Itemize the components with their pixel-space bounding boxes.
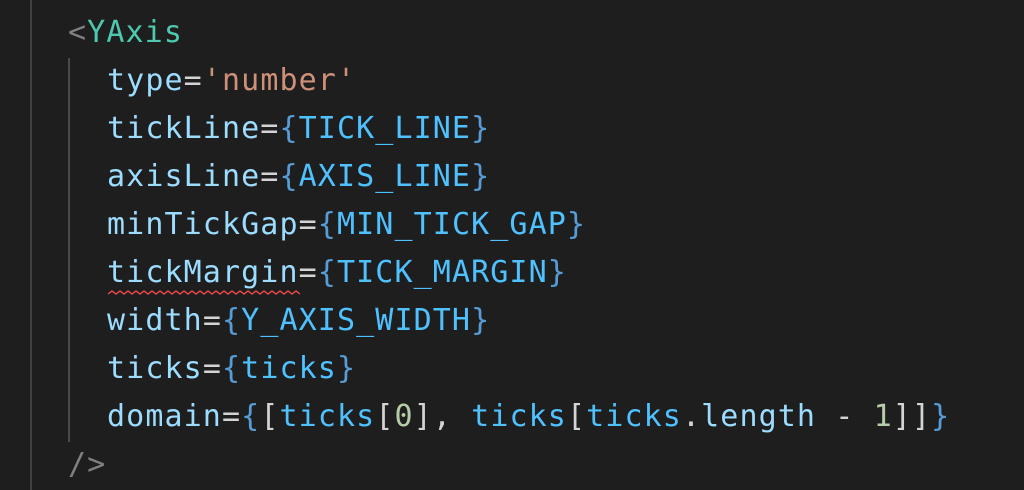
index-open-bracket: [: [375, 399, 395, 434]
attribute-name: domain: [107, 399, 222, 434]
attribute-name: width: [107, 303, 203, 338]
attribute-name: ticks: [107, 351, 203, 386]
spell-error-squiggle[interactable]: [108, 290, 300, 296]
constant-value: TICK_LINE: [298, 111, 472, 146]
open-brace: {: [317, 255, 337, 290]
index-open-bracket: [: [566, 399, 587, 434]
equals-sign: =: [183, 63, 203, 98]
attribute-name: tickMargin: [107, 255, 299, 290]
constant-value: TICK_MARGIN: [336, 255, 548, 290]
open-brace: {: [221, 303, 242, 338]
code-line-7[interactable]: width={Y_AXIS_WIDTH}: [107, 297, 490, 345]
equals-sign: =: [260, 111, 280, 146]
code-line-4[interactable]: axisLine={AXIS_LINE}: [107, 153, 490, 201]
equals-sign: =: [202, 351, 222, 386]
attribute-name: minTickGap: [107, 207, 299, 242]
code-line-6[interactable]: tickMargin={TICK_MARGIN}: [107, 249, 567, 297]
close-brace: }: [471, 159, 491, 194]
open-brace: {: [241, 399, 261, 434]
minus-operator: -: [816, 399, 874, 434]
open-brace: {: [317, 207, 337, 242]
constant-value: Y_AXIS_WIDTH: [241, 303, 472, 338]
close-brace: }: [471, 111, 491, 146]
index-close-bracket: ]: [413, 399, 433, 434]
variable-ticks: ticks: [586, 399, 682, 434]
component-name: YAxis: [87, 15, 183, 50]
property-length: length: [701, 399, 817, 434]
close-brace: }: [471, 303, 491, 338]
close-brace: }: [566, 207, 587, 242]
variable-value: ticks: [241, 351, 337, 386]
equals-sign: =: [298, 255, 318, 290]
equals-sign: =: [260, 159, 280, 194]
variable-ticks: ticks: [471, 399, 567, 434]
code-line-9[interactable]: domain={[ticks[0], ticks[ticks.length - …: [107, 393, 950, 441]
close-bracket: ]: [911, 399, 932, 434]
tag-open-bracket: <: [68, 15, 88, 50]
open-brace: {: [279, 111, 299, 146]
equals-sign: =: [298, 207, 318, 242]
dot-operator: .: [681, 399, 702, 434]
equals-sign: =: [202, 303, 222, 338]
indent-guide-inner: [68, 58, 70, 442]
attribute-name: type: [107, 63, 184, 98]
code-line-1[interactable]: <YAxis: [68, 9, 183, 57]
code-line-5[interactable]: minTickGap={MIN_TICK_GAP}: [107, 201, 586, 249]
code-line-2[interactable]: type='number': [107, 57, 356, 105]
number-literal: 0: [394, 399, 414, 434]
code-line-3[interactable]: tickLine={TICK_LINE}: [107, 105, 490, 153]
constant-value: MIN_TICK_GAP: [336, 207, 567, 242]
comma: ,: [432, 399, 472, 434]
number-literal: 1: [873, 399, 893, 434]
indent-guide-outer: [30, 0, 32, 490]
open-bracket: [: [260, 399, 280, 434]
attribute-name: tickLine: [107, 111, 261, 146]
index-close-bracket: ]: [892, 399, 912, 434]
self-closing-tag: />: [68, 447, 107, 482]
string-value: 'number': [202, 63, 357, 98]
code-line-8[interactable]: ticks={ticks}: [107, 345, 356, 393]
close-brace: }: [336, 351, 357, 386]
code-line-10[interactable]: />: [68, 441, 106, 489]
variable-ticks: ticks: [279, 399, 376, 434]
equals-sign: =: [221, 399, 242, 434]
attribute-name: axisLine: [107, 159, 261, 194]
close-brace: }: [547, 255, 567, 290]
open-brace: {: [221, 351, 242, 386]
constant-value: AXIS_LINE: [298, 159, 472, 194]
close-brace: }: [931, 399, 951, 434]
open-brace: {: [279, 159, 299, 194]
